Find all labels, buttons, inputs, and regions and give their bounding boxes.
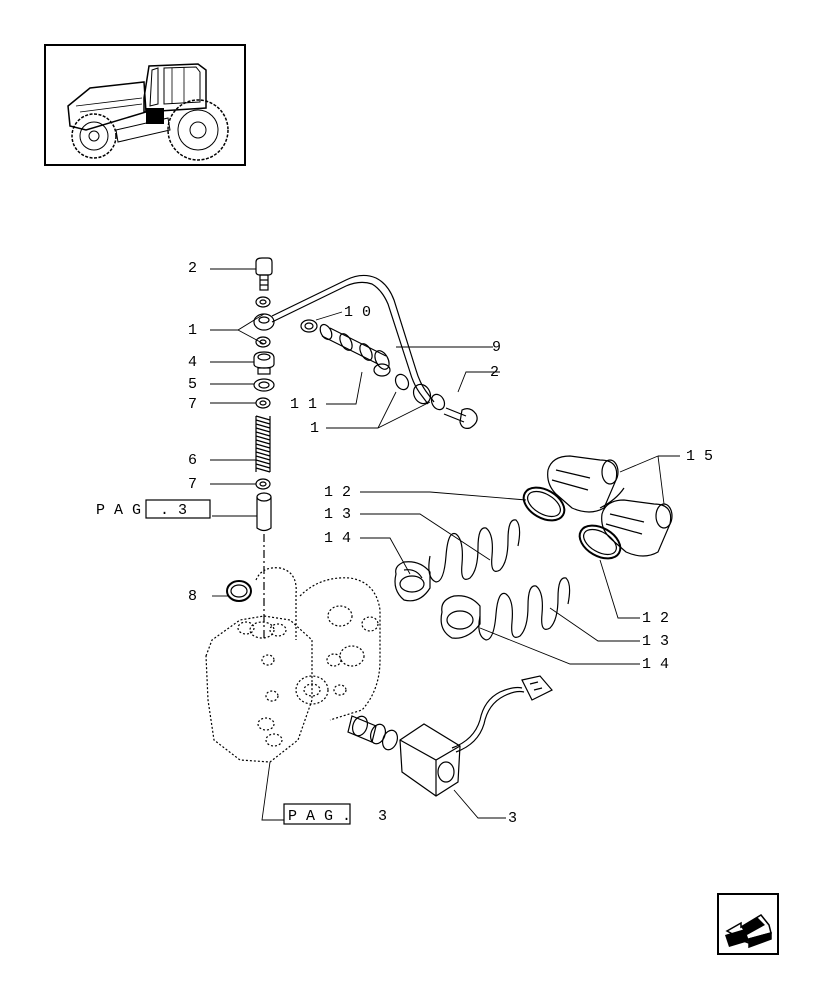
callout-7-upper: 7	[188, 396, 197, 413]
callout-14-left: 1 4	[324, 530, 351, 547]
callout-6: 6	[188, 452, 197, 469]
callout-7-lower: 7	[188, 476, 197, 493]
callout-5: 5	[188, 376, 197, 393]
solenoid-plug-part-2	[601, 499, 673, 557]
page-ref-lower-box[interactable]: P A G .	[288, 808, 351, 825]
callout-12-right: 1 2	[642, 610, 669, 627]
callout-2-right: 2	[490, 364, 499, 381]
spool-valve-part	[300, 319, 391, 377]
solenoid-coil-part	[347, 675, 553, 797]
callout-9: 9	[492, 339, 501, 356]
callout-10: 1 0	[344, 304, 371, 321]
callout-11: 1 1	[290, 396, 317, 413]
callout-3: 3	[508, 810, 517, 827]
tractor-thumbnail-icon	[67, 63, 229, 161]
callout-1-upper: 1	[188, 322, 197, 339]
tractor-thumbnail	[44, 44, 246, 166]
callout-13-right: 1 3	[642, 633, 669, 650]
back-navigation-button[interactable]	[717, 893, 779, 955]
callout-8: 8	[188, 588, 197, 605]
back-arrow-icon	[725, 914, 772, 949]
callout-13-left: 1 3	[324, 506, 351, 523]
page-ref-upper-box[interactable]: . 3	[160, 502, 187, 519]
banjo-bolt-part	[255, 257, 273, 291]
callout-12-left: 1 2	[324, 484, 351, 501]
callout-2-upper: 2	[188, 260, 197, 277]
callout-1-lower: 1	[310, 420, 319, 437]
callout-14-right: 1 4	[642, 656, 669, 673]
callout-4: 4	[188, 354, 197, 371]
solenoid-plug-part	[547, 455, 625, 513]
page-ref-upper-label[interactable]: P A G	[96, 502, 141, 519]
page-ref-lower-number[interactable]: 3	[378, 808, 387, 825]
spring-upper-part	[428, 519, 521, 583]
callout-15: 1 5	[686, 448, 713, 465]
